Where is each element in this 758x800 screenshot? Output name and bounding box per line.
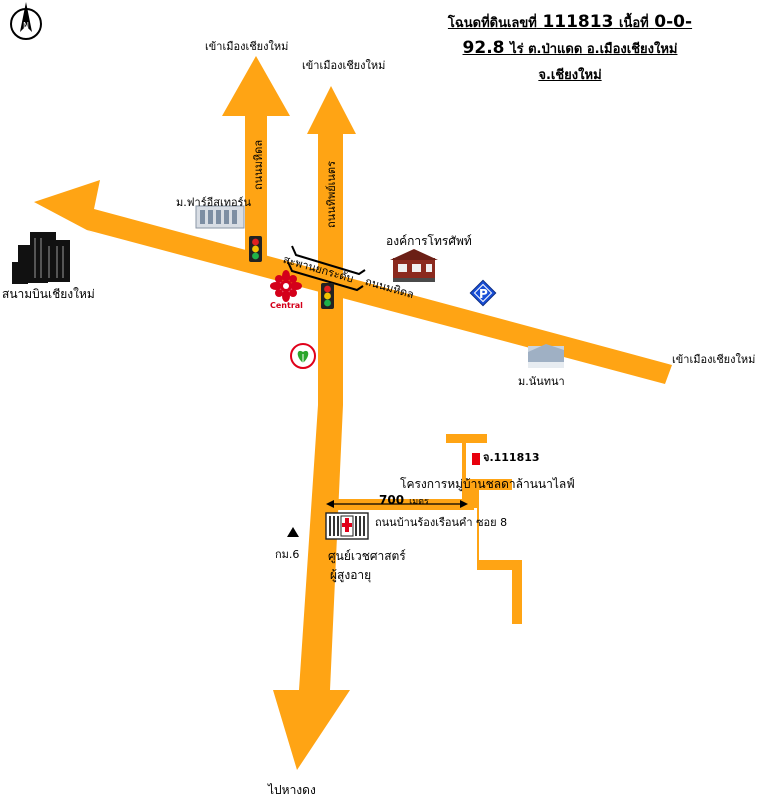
label-elderly-center-2: ผู้สูงอายุ: [330, 568, 372, 582]
kbank-leaf-icon: [290, 343, 316, 369]
label-airport: สนามบินเชียงใหม่: [2, 287, 95, 301]
traffic-light-icon: [249, 236, 262, 262]
nanthana-building-icon: [528, 344, 564, 368]
distance-value: 700: [379, 493, 405, 507]
area-part2: 92.8: [462, 38, 505, 58]
label-mahidol-vertical: ถนนมหิดล: [252, 139, 265, 190]
traffic-light-icon: [321, 283, 334, 309]
compass-north-icon: N: [10, 2, 42, 40]
title-prefix: โฉนดที่ดินเลขที่: [447, 16, 537, 31]
thiphanet-north-arrow: [307, 86, 356, 134]
main-road-west-arrow: [34, 180, 672, 384]
plot-marker: [472, 453, 480, 465]
elderly-center-building-icon: [325, 512, 369, 540]
project-road: [446, 434, 522, 624]
label-north-right: เข้าเมืองเชียงใหม่: [302, 59, 386, 72]
distance-unit: เมตร: [409, 497, 429, 507]
label-thiphanet: ถนนทิพย์เนตร: [325, 161, 338, 228]
label-north-left: เข้าเมืองเชียงใหม่: [205, 40, 289, 53]
title-block: โฉนดที่ดินเลขที่ 111813 เนื้อที่ 0-0- 92…: [420, 10, 720, 88]
label-central: Central: [270, 301, 303, 310]
distance-arrow: [326, 500, 468, 508]
deed-number: 111813: [542, 12, 614, 32]
label-east: เข้าเมืองเชียงใหม่: [672, 353, 756, 366]
title-location: ไร่ ต.ป่าแดด อ.เมืองเชียงใหม่: [510, 42, 678, 57]
label-soi: ถนนบ้านร้องเรือนคำ ซอย 8: [375, 516, 508, 529]
airport-building-icon: [12, 232, 70, 284]
bridge-outline: [287, 245, 366, 292]
label-km: กม.6: [275, 548, 300, 561]
label-far-eastern: ม.ฟาร์อีสเทอร์น: [176, 196, 251, 209]
central-logo-icon: [270, 270, 302, 302]
road-network: [34, 56, 672, 770]
label-tot: องค์การโทรศัพท์: [386, 234, 472, 248]
triangle-marker-icon: [287, 527, 299, 537]
title-province: จ.เชียงใหม่: [538, 68, 602, 83]
svg-text:P: P: [479, 287, 488, 301]
label-nanthana: ม.นันทนา: [518, 375, 565, 388]
label-distance: 700 เมตร: [379, 489, 429, 508]
label-project: โครงการหมู่บ้านชลดาล้านนาไลฟ์: [400, 477, 575, 491]
mahidol-north-road: [222, 56, 290, 262]
label-plot: จ.111813: [483, 451, 540, 464]
tot-building-icon: [390, 249, 438, 282]
far-eastern-building-icon: [195, 205, 245, 229]
label-south: ไปหางดง: [268, 783, 316, 797]
title-area-label: เนื้อที่: [619, 16, 649, 31]
parking-sign-icon: P: [469, 279, 497, 307]
svg-text:N: N: [23, 21, 29, 30]
label-elderly-center-1: ศูนย์เวชศาสตร์: [328, 549, 406, 563]
area-part1: 0-0-: [654, 12, 693, 32]
